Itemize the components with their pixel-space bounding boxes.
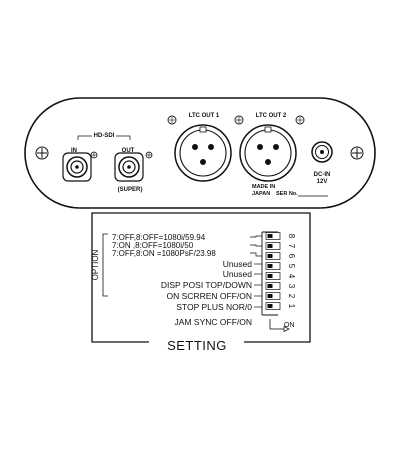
dip-switch-cell [265, 262, 281, 270]
ltc-out2-label: LTC OUT 2 [256, 113, 287, 119]
option-link-line [250, 244, 262, 247]
screw-ltc2-right [295, 115, 305, 125]
dip-switch-number: 2 [287, 294, 296, 299]
ltc-out2-connector [239, 124, 297, 182]
dcin-jack [311, 141, 333, 163]
bnc-out-label: OUT [122, 148, 135, 154]
dip-numbers: 8 7 6 5 4 3 2 1 [287, 234, 296, 309]
setting-row-texts: 7:OFF,8:OFF=1080i/59.947:ON ,8:OFF=1080i… [112, 233, 262, 327]
setting-table: SETTING OPTION 7:OFF,8:OFF=1080i/59.947:… [91, 212, 311, 353]
dip-switch-knob [267, 284, 273, 288]
screw-in [90, 151, 98, 159]
setting-row-text: STOP PLUS NOR/0 [176, 302, 252, 312]
screw-ltc1 [167, 115, 177, 125]
dip-switch-knob [267, 234, 273, 238]
option-link-line [250, 235, 262, 238]
dip-switch-number: 7 [287, 244, 296, 249]
setting-row-text: Unused [223, 259, 253, 269]
dip-switch-knob [267, 254, 273, 258]
dip-switch-cell [265, 232, 281, 240]
dip-switch-knob [267, 244, 273, 248]
dip-switch-number: 4 [287, 274, 296, 279]
dip-switch-knob [267, 304, 273, 308]
made-in-label: MADE IN [252, 184, 275, 190]
bnc-in-label: IN [71, 148, 77, 154]
ltc-out1-label: LTC OUT 1 [189, 113, 220, 119]
super-label: (SUPER) [118, 187, 143, 193]
dcin-voltage-label: 12V [317, 179, 328, 185]
dip-switch-number: 8 [287, 234, 296, 239]
hdsdi-bracket [77, 135, 131, 140]
japan-label: JAPAN [252, 191, 270, 197]
setting-title: SETTING [167, 338, 227, 353]
dip-switch-number: 1 [287, 304, 296, 309]
screw-ltc2 [234, 115, 244, 125]
dip-switch-cell [265, 292, 281, 300]
option-label: OPTION [91, 249, 100, 280]
dip-switch-number: 6 [287, 254, 296, 259]
ser-no-label: SER No. [276, 191, 298, 197]
dip-switch-cell [265, 302, 281, 310]
panel-screw-left [35, 146, 49, 160]
setting-row-text: ON SCRREN OFF/ON [167, 291, 252, 301]
dip-switch: 8 7 6 5 4 3 2 1 [261, 231, 296, 316]
screw-out [145, 151, 153, 159]
dip-switch-cell [265, 272, 281, 280]
dip-switch-cell [265, 252, 281, 260]
dip-switch-cell [265, 242, 281, 250]
ltc-out1-connector [174, 124, 232, 182]
dip-switch-number: 3 [287, 284, 296, 289]
dip-switch-cell [265, 282, 281, 290]
on-label: ON [284, 322, 295, 329]
option-link-line [250, 252, 262, 257]
rear-panel: HD-SDI IN OUT (SUPER) L [24, 97, 376, 209]
setting-row-text: 7:OFF,8:OFF=1080i/59.94 [112, 233, 206, 242]
panel-screw-right [350, 146, 364, 160]
setting-row-text: DISP POSI TOP/DOWN [161, 280, 252, 290]
setting-row-text: Unused [223, 269, 253, 279]
setting-row-text: 7:ON ,8:OFF=1080i/50 [112, 241, 194, 250]
dcin-label: DC-IN [314, 172, 331, 178]
bnc-out-connector [114, 152, 144, 182]
dip-switch-knob [267, 274, 273, 278]
dip-switch-knob [267, 294, 273, 298]
dip-bracket [261, 231, 278, 316]
on-indicator [269, 319, 290, 333]
setting-row-text: 7:OFF,8:ON =1080PsF/23.98 [112, 249, 216, 258]
option-bracket [102, 233, 108, 297]
dip-cells [265, 232, 281, 310]
setting-row-text: JAM SYNC OFF/ON [175, 317, 252, 327]
dip-switch-knob [267, 264, 273, 268]
setting-frame [91, 212, 311, 343]
dip-switch-number: 5 [287, 264, 296, 269]
bnc-in-connector [62, 152, 92, 182]
hdsdi-label: HD-SDI [94, 133, 115, 139]
